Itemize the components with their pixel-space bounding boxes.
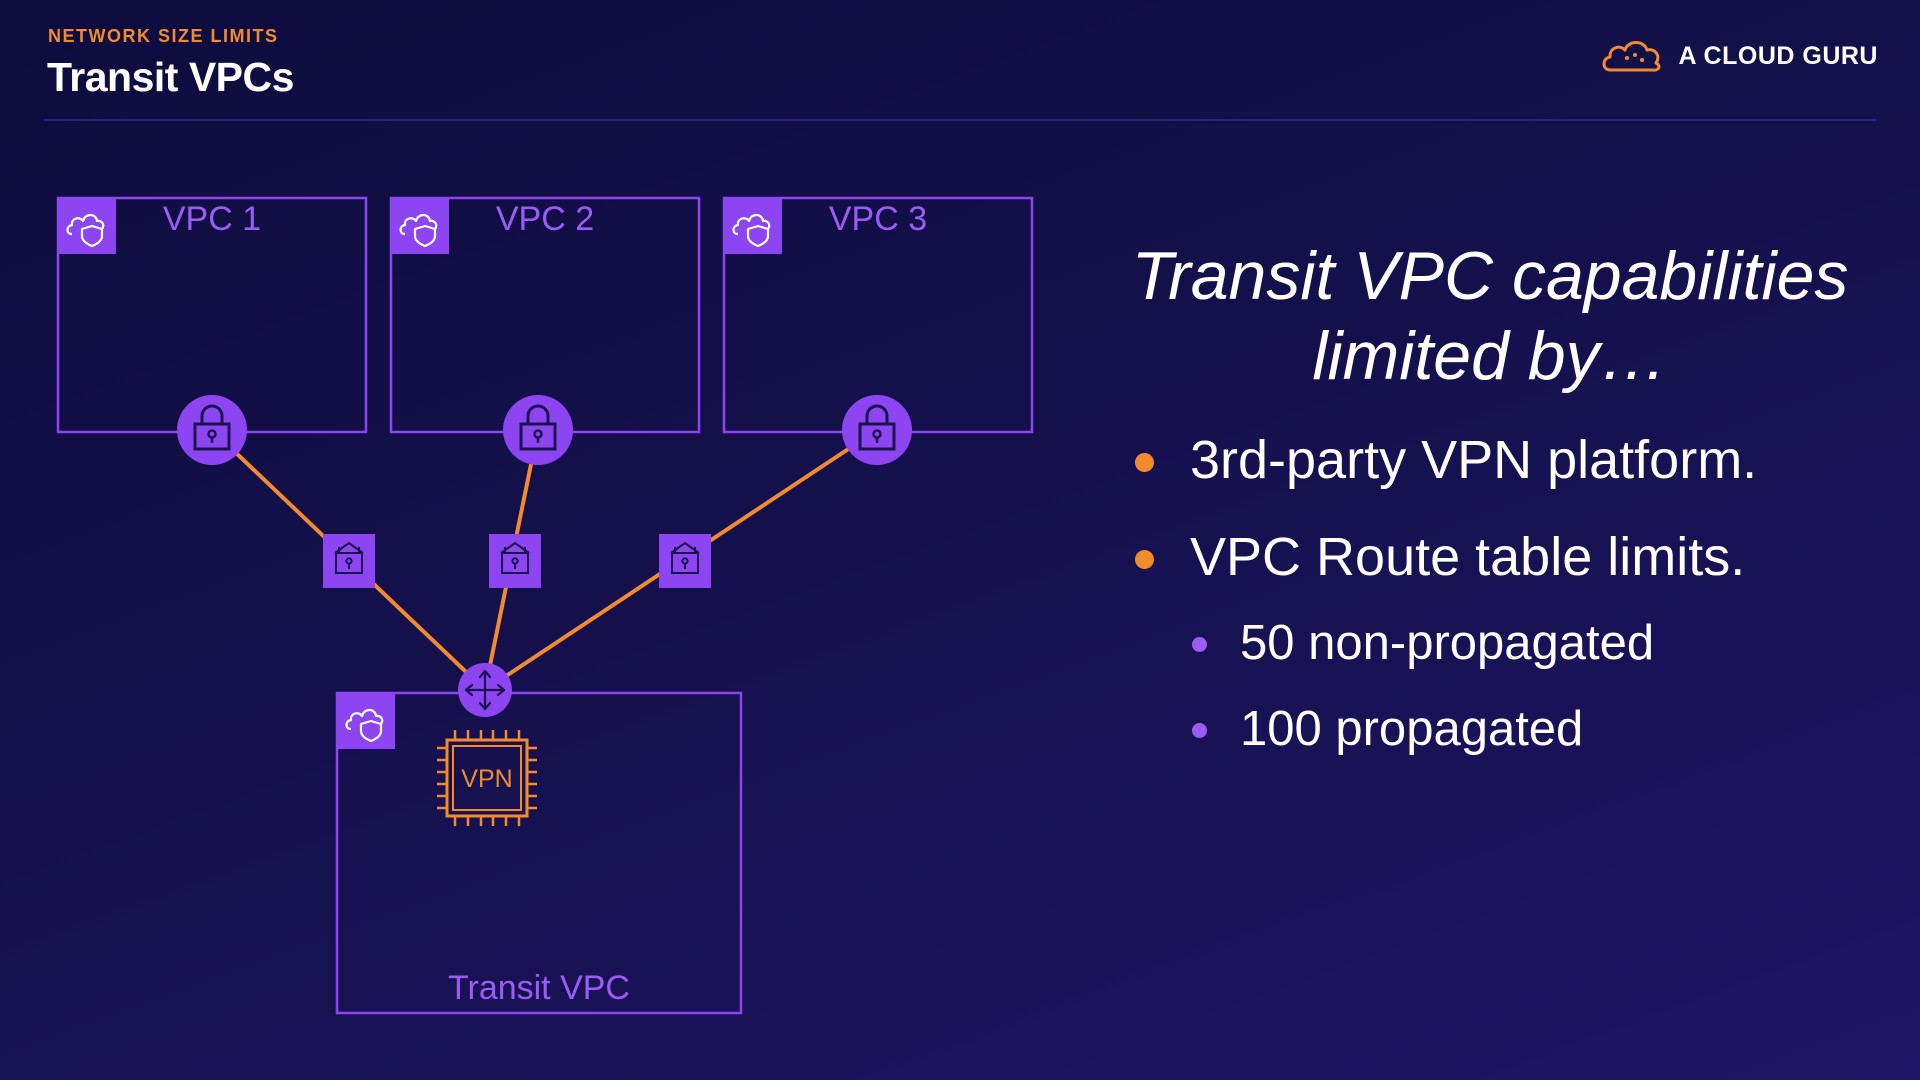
vpn-connection-icon [322, 533, 376, 589]
router-arrows-icon [458, 663, 512, 717]
lock-icon [840, 393, 914, 467]
capabilities-heading: Transit VPC capabilities limited by… [1100, 236, 1880, 396]
bullet-dot [1135, 453, 1154, 472]
sub-bullet-dot [1192, 723, 1207, 738]
vpc-label-3: VPC 3 [829, 200, 927, 238]
cloud-logo-icon [1603, 41, 1661, 72]
vpc-box-1: VPC 1 [56, 196, 368, 434]
chip-icon: VPN [437, 730, 537, 826]
transit-vpc-box: Transit VPC [335, 691, 743, 1015]
cloud-shield-icon [389, 196, 451, 256]
heading-line-1: Transit VPC capabilities [1131, 238, 1849, 314]
vpn-connection-icon [658, 533, 712, 589]
bullet-text: 50 non-propagated [1240, 616, 1655, 670]
sub-bullet-dot [1192, 637, 1207, 652]
brand-logo: A CLOUD GURU [1600, 36, 1878, 76]
lock-icon [175, 393, 249, 467]
heading-line-2: limited by… [1312, 318, 1668, 394]
bullet-text: VPC Route table limits. [1190, 527, 1746, 587]
connection-lines [210, 428, 879, 692]
cloud-shield-icon [56, 196, 118, 256]
bullet-text: 100 propagated [1240, 702, 1584, 756]
vpc-label-2: VPC 2 [496, 200, 594, 238]
cloud-shield-icon [335, 691, 397, 751]
header-divider [44, 119, 1876, 121]
cloud-shield-icon [722, 196, 784, 256]
vpc-label-1: VPC 1 [163, 200, 261, 238]
transit-vpc-label: Transit VPC [448, 969, 630, 1007]
lock-icon [501, 393, 575, 467]
bullet-dot [1135, 550, 1154, 569]
vpn-appliance-label: VPN [461, 765, 512, 793]
network-diagram: VPC 1 VPC 2 VPC 3 Transit VPC [56, 196, 1034, 1015]
brand-name: A CLOUD GURU [1678, 41, 1878, 70]
slide-title: Transit VPCs [47, 54, 294, 100]
bullet-text: 3rd-party VPN platform. [1190, 430, 1758, 490]
section-eyebrow: NETWORK SIZE LIMITS [48, 26, 279, 46]
vpn-connection-icon [488, 533, 542, 589]
